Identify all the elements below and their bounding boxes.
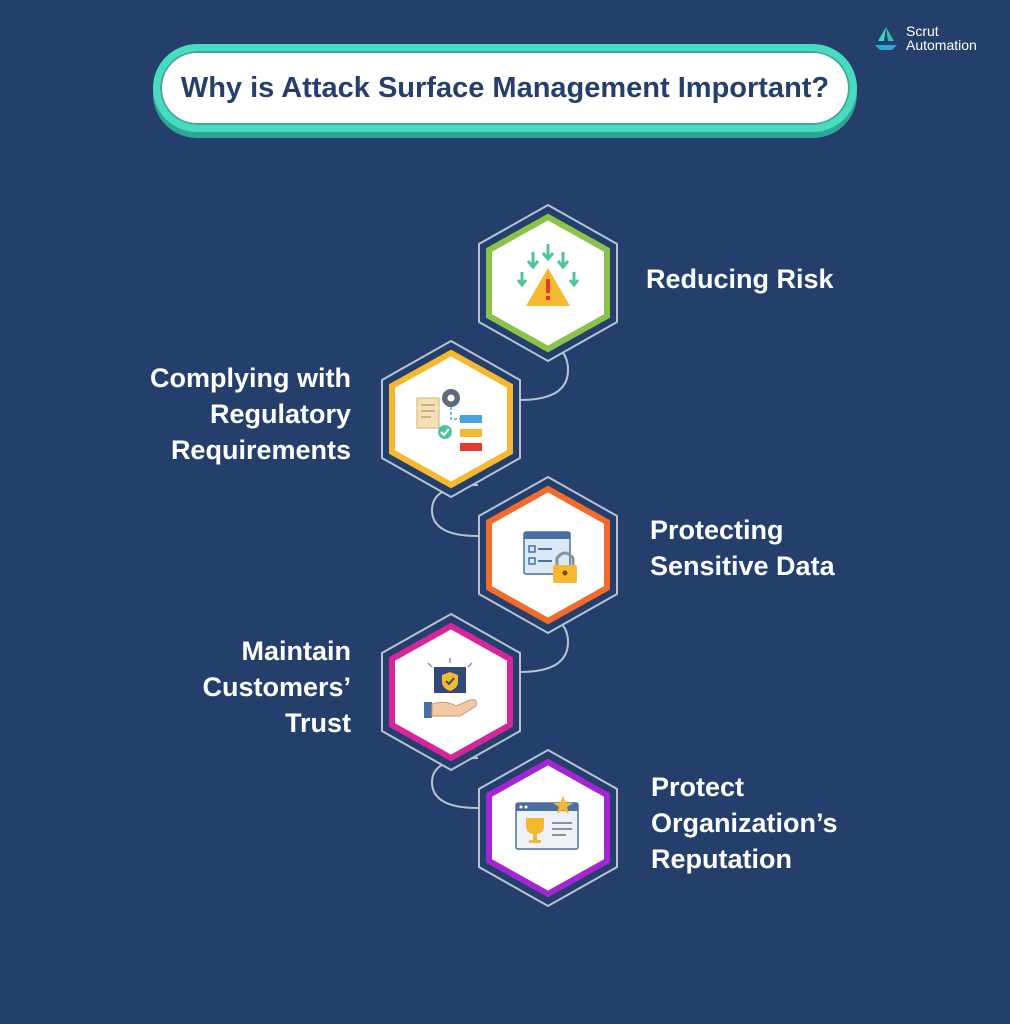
step-1-label: Reducing Risk (646, 261, 834, 297)
step-4-label: Maintain Customers’ Trust (202, 633, 351, 741)
step-2-line-2: Regulatory (209, 399, 351, 429)
step-2-line-1: Complying with (150, 363, 351, 393)
step-4-line-1: Maintain (241, 636, 351, 666)
step-5-hexagon (478, 748, 618, 908)
step-5-line-2: Organization’s (651, 808, 838, 838)
step-1-hexagon (478, 203, 618, 363)
step-3-line-1: Protecting (650, 515, 784, 545)
step-2-label: Complying with Regulatory Requirements (150, 360, 351, 468)
step-5-label: Protect Organization’s Reputation (651, 769, 838, 877)
scrut-logo-icon (875, 27, 897, 50)
step-2-line-3: Requirements (170, 435, 351, 465)
page-title: Why is Attack Surface Management Importa… (180, 71, 830, 104)
step-2-hexagon (381, 339, 521, 499)
brand-line-1: Scrut (906, 23, 939, 39)
step-3-label: Protecting Sensitive Data (650, 512, 835, 584)
step-4-line-3: Trust (284, 708, 351, 738)
compliance-flowchart-icon (416, 389, 482, 451)
step-1-line-1: Reducing Risk (646, 264, 834, 294)
step-5-line-1: Protect (651, 772, 745, 802)
title-banner: Why is Attack Surface Management Importa… (153, 44, 857, 132)
warning-arrows-icon (516, 244, 580, 306)
step-5-line-3: Reputation (651, 844, 792, 874)
brand-logo: Scrut Automation (872, 24, 977, 52)
trophy-browser-icon (515, 796, 579, 850)
locked-data-icon (523, 531, 577, 583)
brand-line-2: Automation (906, 37, 977, 53)
hand-shield-icon (424, 658, 477, 718)
step-3-line-2: Sensitive Data (650, 551, 835, 581)
step-4-line-2: Customers’ (202, 672, 351, 702)
brand-name: Scrut Automation (906, 24, 977, 52)
step-4-hexagon (381, 612, 521, 772)
step-3-hexagon (478, 475, 618, 635)
